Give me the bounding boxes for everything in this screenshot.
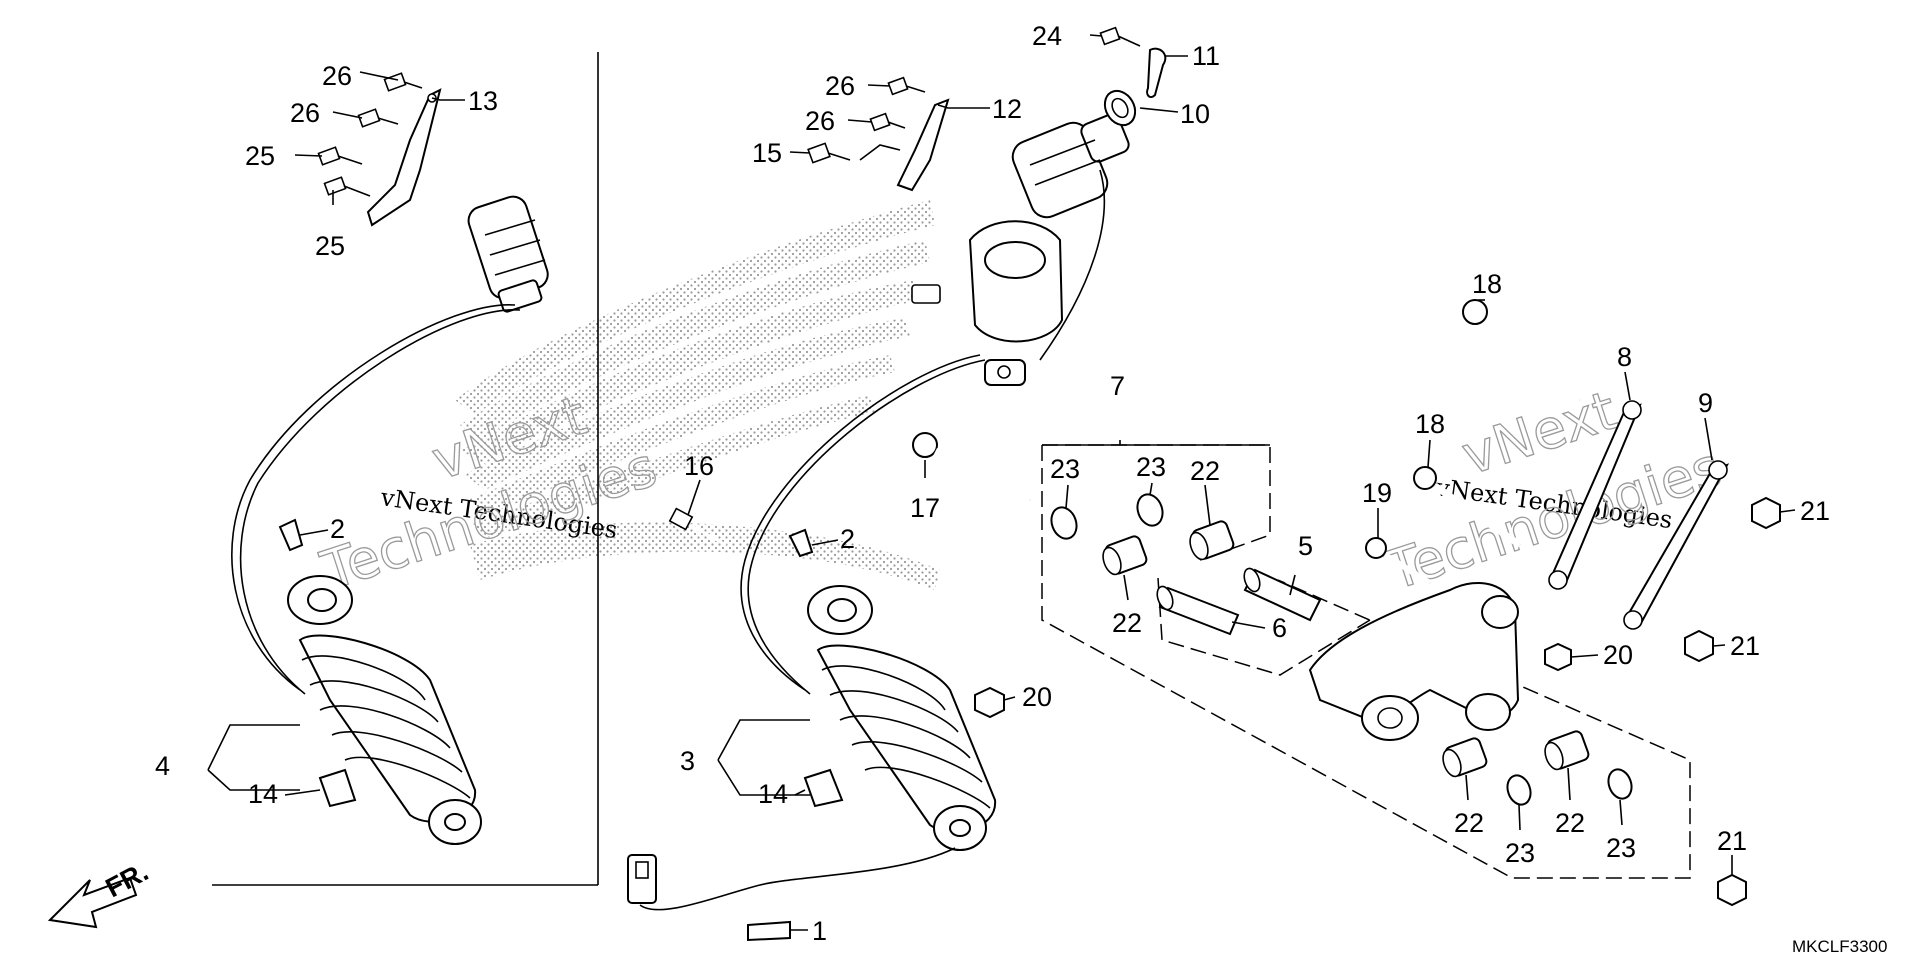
nut-21-a	[1751, 496, 1781, 530]
hardware-items	[278, 26, 1781, 942]
bearing-22-a	[1102, 535, 1148, 576]
shock-link-assembly	[1050, 493, 1633, 806]
callout-26-d: 26	[805, 106, 835, 136]
callout-25-a: 25	[245, 141, 275, 171]
callout-20-left: 20	[1022, 682, 1052, 712]
bolt-25-b	[323, 176, 371, 197]
bolt-24	[1099, 26, 1141, 47]
bolt-16	[668, 507, 727, 547]
bolt-25-a	[317, 146, 363, 166]
callout-23-b: 23	[1136, 452, 1166, 482]
callout-26-b: 26	[290, 98, 320, 128]
collar-6	[1156, 585, 1240, 636]
callout-9: 9	[1698, 388, 1713, 418]
rear-shock-absorber-right	[627, 354, 997, 911]
callout-23-c: 23	[1505, 838, 1535, 868]
callout-7: 7	[1110, 371, 1125, 401]
rear-shock-absorber-left	[231, 195, 549, 845]
bolt-26-b	[357, 108, 399, 128]
seal-23-b	[1136, 493, 1164, 527]
callout-16: 16	[684, 451, 714, 481]
callout-22-c: 22	[1555, 808, 1585, 838]
callout-10: 10	[1180, 99, 1210, 129]
bearing-22-b	[1189, 520, 1235, 561]
link-9	[1623, 460, 1730, 630]
section-divider	[212, 52, 599, 886]
callout-2-left: 2	[330, 514, 345, 544]
callout-14-right: 14	[758, 779, 788, 809]
callout-18-top: 18	[1472, 269, 1502, 299]
callout-21-bottom: 21	[1717, 826, 1747, 856]
assembly-outlines	[1041, 444, 1691, 879]
callout-21-mid: 21	[1730, 631, 1760, 661]
callout-22-a: 22	[1112, 608, 1142, 638]
callout-18-mid: 18	[1415, 409, 1445, 439]
bearing-22-d	[1544, 730, 1590, 771]
bolt-19	[1365, 537, 1432, 586]
callout-26-c: 26	[825, 71, 855, 101]
callout-19: 19	[1362, 478, 1392, 508]
callout-26-a: 26	[322, 61, 352, 91]
callout-5: 5	[1298, 531, 1313, 561]
callout-20-right: 20	[1603, 640, 1633, 670]
callout-12: 12	[992, 94, 1022, 124]
callout-25-b: 25	[315, 231, 345, 261]
callout-3: 3	[680, 746, 695, 776]
nut-20-a	[974, 686, 1005, 719]
callout-labels: 1 2 2 3 4 5 6 7 8 9 10 11 12 13 14 14 15…	[155, 21, 1830, 946]
clip-1	[747, 920, 791, 942]
callout-1: 1	[812, 916, 827, 946]
clip-2-left	[278, 518, 304, 552]
callout-17: 17	[910, 493, 940, 523]
label-14-right	[803, 768, 844, 808]
clip-2-right	[788, 528, 814, 558]
callout-11: 11	[1192, 41, 1220, 71]
nut-20-b	[1544, 642, 1572, 672]
nut-21-b	[1684, 629, 1714, 663]
callout-15: 15	[752, 138, 782, 168]
callout-23-d: 23	[1606, 833, 1636, 863]
bolt-26-d	[869, 112, 906, 132]
clip-11	[1146, 47, 1167, 98]
bolt-15	[807, 142, 851, 164]
seal-23-c	[1506, 774, 1532, 806]
callout-2-right: 2	[840, 524, 855, 554]
front-direction-arrow: FR.	[47, 856, 153, 929]
leader-lines	[207, 34, 1796, 931]
callout-8: 8	[1617, 342, 1632, 372]
link-8	[1548, 400, 1642, 590]
callout-24: 24	[1032, 21, 1062, 51]
nut-21-c	[1717, 873, 1747, 907]
bearing-22-c	[1442, 737, 1488, 778]
collar-5	[1243, 567, 1322, 622]
seal-23-d	[1607, 768, 1633, 800]
seal-23-a	[1050, 506, 1078, 540]
callout-22-d: 22	[1190, 456, 1220, 486]
bolt-18-b	[1413, 466, 1522, 548]
callout-6: 6	[1272, 613, 1287, 643]
bolt-17	[912, 432, 1033, 505]
callout-14-left: 14	[248, 779, 278, 809]
callout-13: 13	[468, 86, 498, 116]
callout-22-b: 22	[1454, 808, 1484, 838]
callout-4: 4	[155, 751, 170, 781]
bolt-26-c	[887, 76, 926, 96]
callout-21-top: 21	[1800, 496, 1830, 526]
bolt-26-a	[383, 72, 423, 92]
wing-logo-watermark	[455, 200, 940, 590]
bolt-18-a	[1462, 299, 1583, 404]
label-14-left	[318, 768, 357, 808]
diagram-code: MKCLF3300	[1792, 937, 1887, 956]
preload-adjuster-actuator	[911, 113, 1130, 386]
callout-23-a: 23	[1050, 454, 1080, 484]
